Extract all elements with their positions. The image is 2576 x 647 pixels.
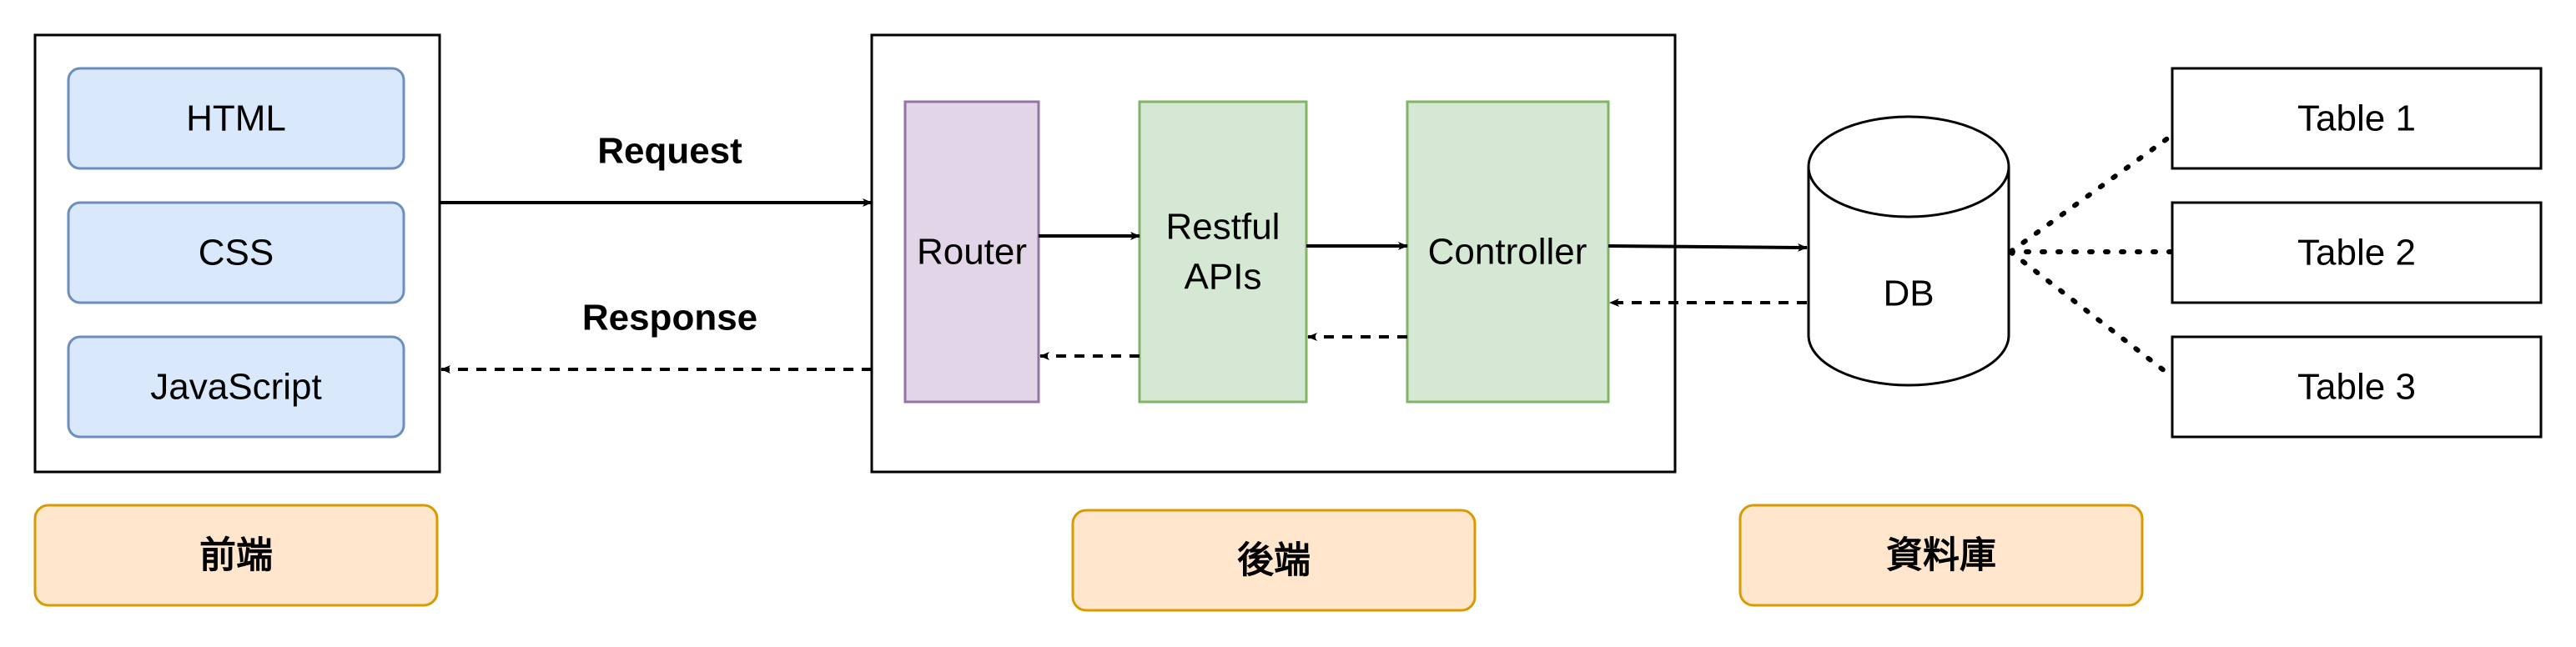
backend-caption-box <box>1071 509 1477 612</box>
frontend-item-html[interactable] <box>67 67 405 170</box>
db-cylinder[interactable] <box>1807 115 2010 387</box>
table-2-box[interactable] <box>2171 201 2543 304</box>
frontend-item-javascript[interactable] <box>67 335 405 439</box>
controller-box[interactable] <box>1406 100 1610 404</box>
router-box[interactable] <box>903 100 1040 404</box>
table-1-label: Table 1 <box>2297 98 2416 139</box>
backend-caption: 後端 <box>1237 539 1311 582</box>
db-table1-link <box>2008 133 2175 254</box>
db-label: DB <box>1883 273 1934 314</box>
controller-label: Controller <box>1428 232 1587 273</box>
table-3-box[interactable] <box>2171 335 2543 439</box>
db-table3-link <box>2008 249 2175 379</box>
frontend-caption-box <box>33 504 439 607</box>
restful-apis-label-line1: Restful <box>1166 207 1280 248</box>
frontend-item-javascript-label: JavaScript <box>150 367 321 408</box>
frontend-item-css-label: CSS <box>199 233 274 273</box>
controller-to-db-arrow <box>1607 243 1808 252</box>
response-label: Response <box>582 298 757 339</box>
router-label: Router <box>917 232 1027 273</box>
table-3-label: Table 3 <box>2297 367 2416 408</box>
request-label: Request <box>597 131 742 172</box>
frontend-group: HTML CSS JavaScript <box>33 33 441 474</box>
table-2-label: Table 2 <box>2297 233 2416 273</box>
frontend-caption: 前端 <box>199 534 273 577</box>
restful-apis-label-line2: APIs <box>1185 257 1262 298</box>
restful-apis-box[interactable] <box>1138 100 1308 404</box>
frontend-item-html-label: HTML <box>186 98 286 139</box>
frontend-item-css[interactable] <box>67 201 405 304</box>
database-caption-box <box>1738 504 2144 607</box>
database-caption: 資料庫 <box>1886 534 1996 577</box>
table-1-box[interactable] <box>2171 67 2543 170</box>
backend-group: Router Restful APIs Controller <box>870 33 1677 474</box>
